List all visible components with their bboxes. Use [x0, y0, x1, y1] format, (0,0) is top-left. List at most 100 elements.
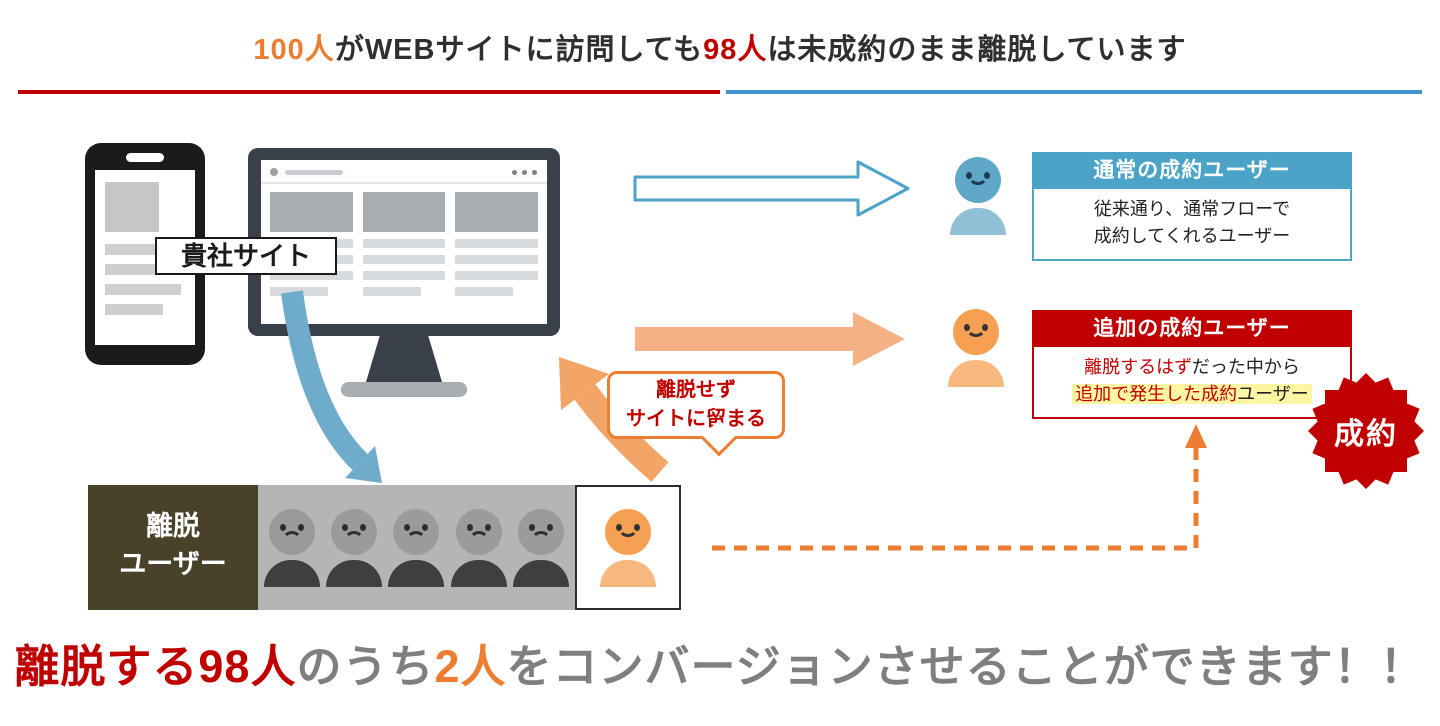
- churn-label-line1: 離脱: [146, 511, 200, 541]
- speech-bubble: 離脱せず サイトに留まる: [607, 371, 785, 457]
- emphasis-text: 追加で発生した成約: [1075, 384, 1238, 404]
- title-segment-churn: は未成約のまま離脱しています: [767, 34, 1187, 66]
- user-eye: [484, 523, 491, 531]
- user-frown: [468, 530, 489, 551]
- churn-label-box: 離脱 ユーザー: [88, 485, 258, 610]
- churn-user-icon: [264, 508, 321, 587]
- user-head: [269, 508, 316, 555]
- content-block: [105, 182, 159, 232]
- churn-label-line2: ユーザー: [119, 549, 227, 579]
- divider-right: [726, 90, 1422, 94]
- user-body: [948, 360, 1004, 387]
- highlighted-text: 追加で発生した成約ユーザー: [1072, 384, 1312, 404]
- conversion-badge: 成約: [1308, 373, 1424, 489]
- user-body: [950, 208, 1006, 235]
- user-eye: [360, 523, 367, 531]
- user-body: [512, 559, 569, 587]
- user-eye: [298, 523, 305, 531]
- monitor-base: [341, 382, 467, 397]
- content-column: [362, 192, 446, 318]
- additional-user-box: 追加の成約ユーザー 離脱するはずだった中から 追加で発生した成約ユーザー: [1032, 310, 1352, 419]
- bottom-segment-2people: 2人: [434, 641, 507, 692]
- user-body: [264, 559, 321, 587]
- site-label: 貴社サイト: [155, 237, 337, 275]
- page-title: 100人がWEBサイトに訪問しても98人は未成約のまま離脱しています: [0, 26, 1440, 68]
- user-eye: [546, 523, 553, 531]
- content-line: [105, 304, 163, 315]
- churn-users-box: [258, 485, 575, 610]
- content-line: [455, 287, 514, 296]
- additional-user-box-body: 離脱するはずだった中から 追加で発生した成約ユーザー: [1032, 347, 1352, 419]
- user-smile: [618, 517, 638, 537]
- content-line: [105, 264, 181, 275]
- user-body: [600, 559, 656, 587]
- emphasis-text: 離脱するはず: [1084, 357, 1192, 377]
- user-eye: [280, 523, 287, 531]
- user-smile: [966, 317, 986, 337]
- additional-user-box-line2: 追加で発生した成約ユーザー: [1034, 381, 1350, 408]
- bottom-message: 離脱する98人のうち2人をコンバージョンさせることができます！！: [0, 630, 1440, 695]
- content-line: [105, 284, 181, 295]
- title-segment-98: 98人: [703, 34, 768, 66]
- normal-user-box-header: 通常の成約ユーザー: [1032, 152, 1352, 189]
- arrow-additional-flow: [635, 312, 905, 366]
- additional-user-box-header: 追加の成約ユーザー: [1032, 310, 1352, 347]
- additional-user-box-line1: 離脱するはずだった中から: [1034, 354, 1350, 381]
- content-line: [362, 287, 421, 296]
- content-block: [362, 192, 446, 232]
- user-smile: [968, 165, 988, 185]
- user-head: [393, 508, 440, 555]
- browser-bar: [261, 160, 547, 184]
- bubble-line2: サイトに留まる: [626, 408, 766, 430]
- content-line: [455, 239, 539, 248]
- content-line: [105, 244, 181, 255]
- user-body: [450, 559, 507, 587]
- additional-user-icon: [948, 309, 1004, 387]
- badge-label: 成約: [1334, 418, 1398, 451]
- user-frown: [530, 530, 551, 551]
- user-head: [517, 508, 564, 555]
- churn-user-icon: [512, 508, 569, 587]
- user-head: [455, 508, 502, 555]
- normal-user-box: 通常の成約ユーザー 従来通り、通常フローで 成約してくれるユーザー: [1032, 152, 1352, 261]
- converted-user-box: [575, 485, 681, 610]
- content-line: [362, 255, 446, 264]
- content-line: [362, 239, 446, 248]
- divider-left: [18, 90, 720, 94]
- user-body: [388, 559, 445, 587]
- bottom-segment-churn98: 離脱する98人: [14, 641, 297, 692]
- monitor-stand: [366, 336, 442, 382]
- browser-menu-dots-icon: [512, 170, 537, 175]
- title-segment-visit: がWEBサイトに訪問しても: [334, 34, 704, 66]
- user-eye: [466, 523, 473, 531]
- bottom-segment-ofwhich: のうち: [296, 641, 435, 692]
- browser-urlbar: [285, 170, 343, 175]
- user-frown: [282, 530, 303, 551]
- churn-user-icon: [450, 508, 507, 587]
- normal-user-icon: [950, 157, 1006, 235]
- phone-speaker: [126, 153, 164, 162]
- content-line: [270, 271, 353, 280]
- arrow-return-curve-head: [559, 357, 609, 410]
- user-head: [953, 309, 999, 355]
- title-segment-100: 100人: [253, 34, 335, 66]
- user-head: [605, 508, 651, 555]
- arrow-churn-curve-head: [345, 446, 382, 483]
- content-line: [362, 271, 446, 280]
- user-head: [955, 157, 1001, 203]
- content-block: [455, 192, 539, 232]
- content-line: [455, 271, 539, 280]
- arrow-normal-flow: [633, 160, 910, 217]
- bottom-segment-convert: をコンバージョンさせることができます！！: [506, 641, 1426, 692]
- bubble-line1: 離脱せず: [656, 379, 736, 401]
- arrow-dashed-conversion-head: [1185, 424, 1207, 448]
- browser-dot-icon: [270, 168, 278, 176]
- user-eye: [404, 523, 411, 531]
- user-head: [331, 508, 378, 555]
- content-line: [270, 287, 328, 296]
- arrow-dashed-conversion: [712, 444, 1199, 551]
- user-eye: [422, 523, 429, 531]
- user-frown: [344, 530, 365, 551]
- plain-text: ユーザー: [1237, 384, 1309, 404]
